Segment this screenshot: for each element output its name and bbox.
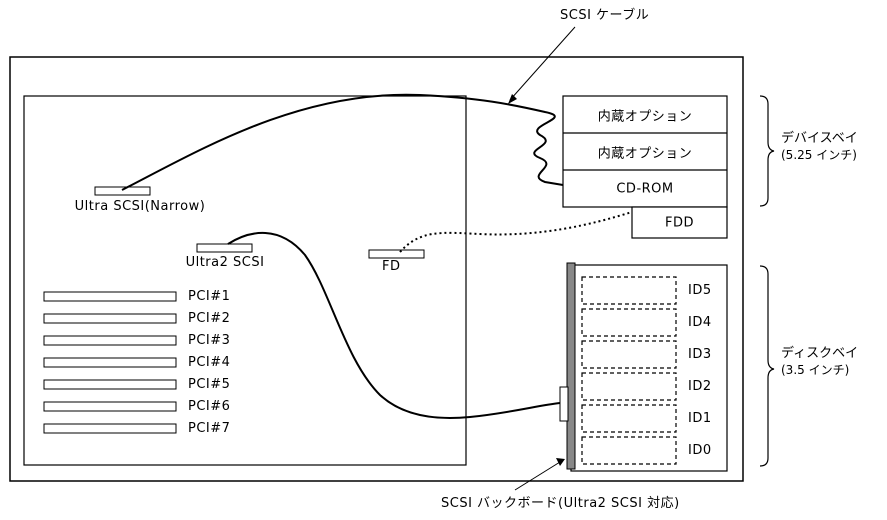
pci-slot-label: PCI#1	[188, 289, 231, 304]
pci-slot	[43, 423, 177, 434]
disk-bay-title-text: ディスクベイ	[781, 346, 859, 361]
disk-slot	[581, 308, 677, 337]
device-bay-title: デバイスベイ (5.25 インチ)	[781, 131, 858, 163]
ultra2-scsi-label: Ultra2 SCSI	[185, 255, 265, 270]
disk-id-label: ID5	[688, 283, 712, 298]
pci-slot	[43, 291, 177, 302]
ultra-scsi-connector	[94, 186, 151, 196]
pci-slot-label: PCI#2	[188, 311, 231, 326]
device-bay-title-text: デバイスベイ	[781, 131, 858, 146]
pci-slot-label: PCI#4	[188, 355, 231, 370]
pci-slot	[43, 401, 177, 412]
disk-id-label: ID1	[688, 411, 712, 426]
pci-slot	[43, 379, 177, 390]
disk-id-label: ID4	[688, 315, 712, 330]
pci-slot-label: PCI#6	[188, 399, 231, 414]
disk-slot	[581, 276, 677, 305]
ultra2-scsi-connector	[196, 243, 253, 253]
fdd-label: FDD	[665, 215, 694, 230]
device-bay-slot-label: CD-ROM	[616, 181, 674, 196]
device-bay-bracket	[759, 95, 775, 207]
fd-label: FD	[382, 259, 401, 274]
backplane-label: SCSI バックボード(Ultra2 SCSI 対応)	[441, 496, 680, 511]
pci-slot-label: PCI#7	[188, 421, 231, 436]
device-bay-slot-label: 内蔵オプション	[597, 109, 693, 124]
device-bay-subtitle: (5.25 インチ)	[781, 148, 857, 162]
device-bay-slot-label: 内蔵オプション	[597, 146, 693, 161]
ultra2-scsi-cable	[227, 232, 561, 420]
fdd-box	[631, 206, 728, 239]
disk-slot-group	[581, 276, 677, 465]
scsi-backplane	[566, 262, 576, 470]
fd-cable	[399, 211, 633, 253]
disk-bay-title: ディスクベイ (3.5 インチ)	[781, 346, 858, 378]
ultra-scsi-cable	[121, 93, 564, 191]
pci-slot-group	[43, 291, 177, 434]
chassis-outline	[9, 56, 744, 482]
pci-slot	[43, 335, 177, 346]
disk-bay-subtitle: (3.5 インチ)	[781, 363, 850, 377]
backplane-connector	[559, 386, 569, 422]
ultra-scsi-label: Ultra SCSI(Narrow)	[74, 199, 206, 214]
disk-slot	[581, 436, 677, 465]
fd-connector	[368, 249, 425, 259]
disk-slot	[581, 404, 677, 433]
device-bay-slot: 内蔵オプション	[563, 133, 727, 170]
disk-slot	[581, 340, 677, 369]
device-bay	[562, 95, 728, 208]
pci-slot-label: PCI#5	[188, 377, 231, 392]
disk-bay-bracket	[759, 265, 775, 467]
disk-id-label: ID0	[688, 443, 712, 458]
pci-slot-label: PCI#3	[188, 333, 231, 348]
pci-slot	[43, 313, 177, 324]
disk-id-label: ID3	[688, 347, 712, 362]
fdd-slot: FDD	[632, 207, 727, 238]
pci-slot	[43, 357, 177, 368]
backplane-pointer	[514, 461, 561, 491]
disk-id-label: ID2	[688, 379, 712, 394]
scsi-cable-label: SCSI ケーブル	[560, 8, 650, 23]
device-bay-slot: 内蔵オプション	[563, 96, 727, 133]
motherboard	[23, 95, 467, 466]
disk-slot	[581, 372, 677, 401]
scsi-cable-pointer	[509, 26, 576, 101]
device-bay-slot: CD-ROM	[563, 170, 727, 207]
